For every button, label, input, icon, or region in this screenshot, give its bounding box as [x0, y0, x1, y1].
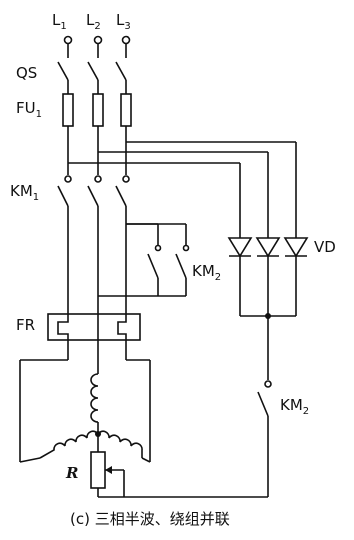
diode-2 — [255, 237, 281, 258]
fu1-fuses — [62, 93, 132, 175]
resistor-r — [90, 434, 268, 498]
label-r: R — [65, 464, 78, 482]
label-fu1: FU1 — [16, 99, 42, 120]
diode-1 — [227, 237, 253, 258]
winding-center — [90, 373, 99, 423]
label-km1: KM1 — [10, 182, 39, 203]
resistor-body — [90, 451, 106, 489]
label-fr: FR — [16, 316, 35, 334]
winding-left — [39, 430, 99, 459]
terminal-l3 — [121, 35, 131, 45]
terminal-l1 — [63, 35, 73, 45]
fuse-l1 — [62, 93, 74, 127]
km1-contactor — [57, 175, 130, 360]
label-km2-switch: KM2 — [280, 396, 309, 417]
fuse-l2 — [92, 93, 104, 127]
label-vd: VD — [314, 238, 336, 256]
diode-3 — [283, 237, 309, 258]
fuse-l3 — [120, 93, 132, 127]
caption: (c) 三相半波、绕组并联 — [70, 510, 230, 528]
terminal-l2 — [93, 35, 103, 45]
km2-contacts — [98, 223, 190, 297]
qs-switch — [57, 61, 127, 94]
label-km2-contacts: KM2 — [192, 262, 221, 283]
winding-right — [97, 430, 143, 458]
rectifier-feed-wires — [68, 141, 297, 238]
label-qs: QS — [16, 64, 37, 82]
label-l2: L2 — [86, 11, 101, 32]
motor-windings — [19, 359, 151, 463]
label-l1: L1 — [52, 11, 67, 32]
km2-switch — [257, 380, 272, 497]
fr-thermal-relay — [47, 313, 141, 360]
supply-terminals — [63, 35, 131, 58]
label-l3: L3 — [116, 11, 131, 32]
vd-diodes — [227, 237, 309, 380]
